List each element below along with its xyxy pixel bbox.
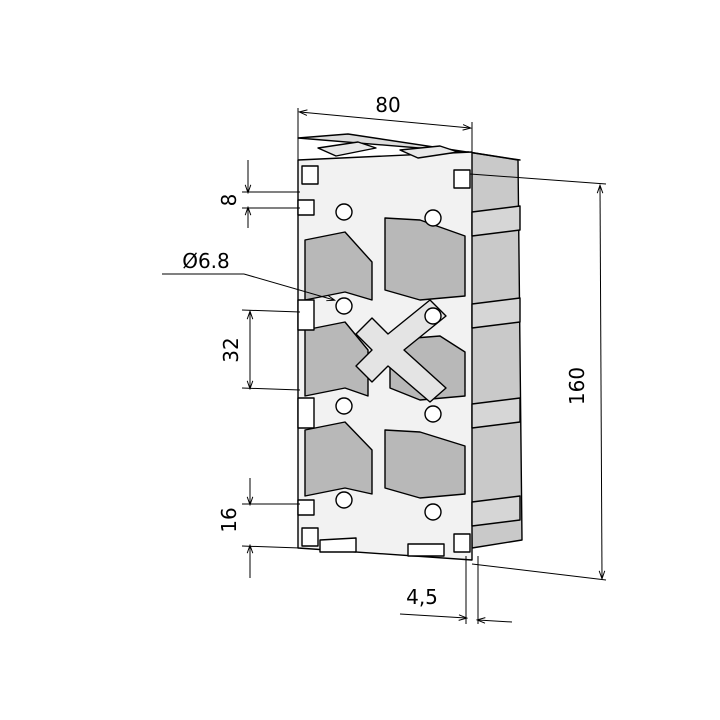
slots-bottom (319, 537, 445, 557)
dimension-slot-width: 4,5 (399, 556, 513, 624)
core-bores (335, 203, 442, 521)
dimension-slot-offset: 8 (217, 160, 300, 228)
dimension-slot-offset-label: 8 (217, 194, 241, 207)
dimension-width: 80 (297, 93, 473, 160)
dimension-width-label: 80 (375, 93, 400, 117)
dimension-pitch-label: 32 (219, 337, 243, 362)
cavity-lower-left (304, 421, 373, 497)
slots-left (297, 199, 315, 516)
slots-top (317, 141, 459, 159)
center-cross-web (355, 299, 447, 403)
dimension-hole-diameter-label: Ø6.8 (182, 249, 230, 273)
dimension-edge-offset: 16 (217, 478, 301, 578)
cavity-upper-right (384, 217, 466, 301)
dimension-slot-width-label: 4,5 (406, 585, 438, 609)
dimension-height: 160 (469, 173, 607, 581)
corner-pockets (301, 165, 471, 553)
cavity-lower-right (384, 429, 466, 499)
dimension-hole-diameter: Ø6.8 (162, 249, 334, 300)
dimension-pitch: 32 (219, 309, 301, 391)
profile-top-face (297, 133, 521, 161)
dimension-height-label: 160 (565, 367, 589, 405)
cavity-middle-left (304, 321, 369, 397)
dimension-edge-offset-label: 16 (217, 507, 241, 532)
aluminium-profile (297, 133, 523, 561)
slots-right (471, 205, 521, 527)
